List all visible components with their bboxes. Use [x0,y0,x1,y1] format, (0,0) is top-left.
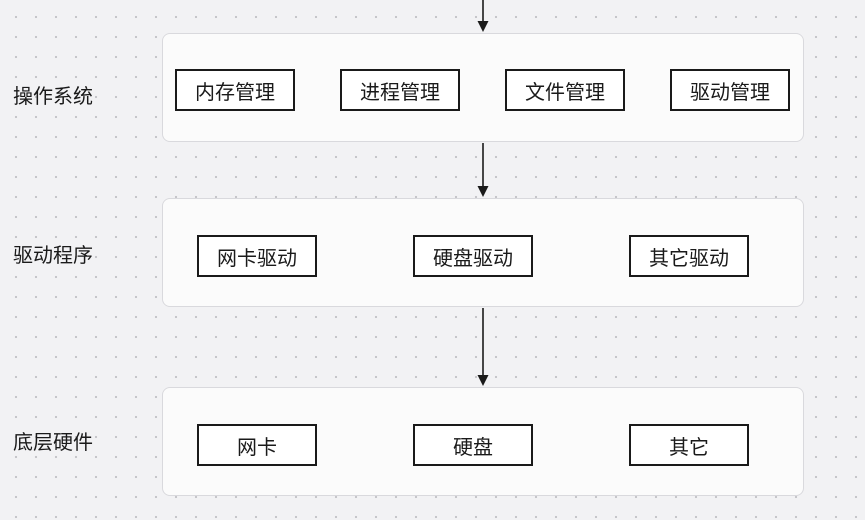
file-management-node[interactable]: 文件管理 [505,69,625,111]
hardware-layer-panel: 网卡 硬盘 其它 [162,387,804,496]
layer-label-os: 操作系统 [13,84,93,108]
arrow-into-os [477,0,489,32]
disk-driver-node[interactable]: 硬盘驱动 [413,235,533,277]
driver-layer-panel: 网卡驱动 硬盘驱动 其它驱动 [162,198,804,307]
layer-label-hardware: 底层硬件 [13,430,93,454]
process-management-node[interactable]: 进程管理 [340,69,460,111]
memory-management-node[interactable]: 内存管理 [175,69,295,111]
arrow-os-to-drivers [477,143,489,197]
nic-node[interactable]: 网卡 [197,424,317,466]
other-hardware-node[interactable]: 其它 [629,424,749,466]
disk-node[interactable]: 硬盘 [413,424,533,466]
layer-label-drivers: 驱动程序 [13,243,93,267]
os-layer-panel: 内存管理 进程管理 文件管理 驱动管理 [162,33,804,142]
other-driver-node[interactable]: 其它驱动 [629,235,749,277]
nic-driver-node[interactable]: 网卡驱动 [197,235,317,277]
driver-management-node[interactable]: 驱动管理 [670,69,790,111]
arrow-drivers-to-hardware [477,308,489,386]
